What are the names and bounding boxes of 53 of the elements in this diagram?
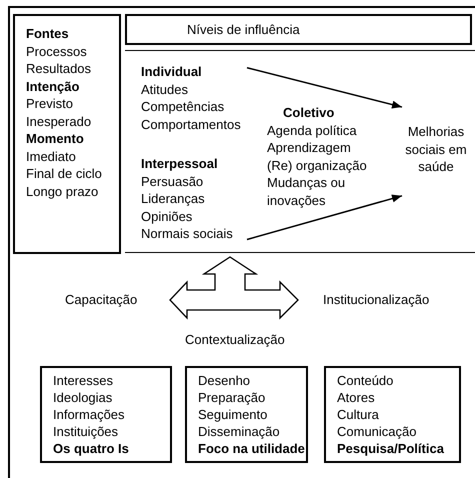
list-item: Conteúdo [337,372,394,389]
axis-label: Capacitação [65,291,138,308]
arrow [246,67,402,108]
list-box [40,366,172,463]
list-item: Longo prazo [26,182,98,200]
list-item: Atores [337,389,375,406]
heading-text: Intenção [26,78,80,95]
list-item: Disseminação [198,423,280,440]
list-item: Interesses [53,372,113,389]
list-item: Inesperado [26,112,92,130]
list-item: Níveis de influência [187,21,300,38]
list-item: Atitudes [141,80,188,98]
list-item: Seguimento [198,406,268,423]
heading-text: Coletivo [283,104,334,122]
list-item: Instituições [53,423,118,440]
list-item: Desenho [198,372,250,389]
list-item: Opiniões [141,208,192,225]
heading-text: Interpessoal [141,155,218,172]
list-item: inovações [267,192,326,209]
list-item: Normais sociais [141,225,233,242]
list-item: Informações [53,406,125,423]
list-item: Agenda política [267,122,357,139]
list-item: Aprendizagem [267,139,351,156]
list-item: Ideologias [53,389,112,406]
heading-text: Foco na utilidade [198,440,305,457]
list-item: Competências [141,98,224,116]
influence-panel [125,50,475,253]
list-item: Cultura [337,406,379,423]
heading-text: Momento [26,130,84,148]
sidebar-box [13,14,121,254]
list-item: Persuasão [141,172,204,190]
list-item: Comportamentos [141,116,241,133]
list-item: Resultados [26,60,92,78]
list-item: Previsto [26,95,73,112]
list-item: Preparação [198,389,266,406]
list-item: Lideranças [141,190,205,208]
heading-text: Pesquisa/Política [337,440,444,457]
list-item: Melhorias sociais em saúde [404,123,468,176]
list-item: Final de ciclo [26,165,102,182]
list-box [185,366,308,463]
axis-label: Contextualização [185,331,285,348]
header-box [125,14,472,45]
list-item: (Re) organização [267,156,367,174]
heading-text: Os quatro Is [53,440,129,457]
heading-text: Fontes [26,25,69,42]
list-item: Processos [26,42,87,60]
list-item: Imediato [26,148,76,165]
list-item: Comunicação [337,423,416,440]
list-item: Mudanças ou [267,174,346,192]
axis-label: Institucionalização [323,291,430,308]
arrow [246,194,402,240]
heading-text: Individual [141,63,202,80]
list-box [324,366,461,463]
